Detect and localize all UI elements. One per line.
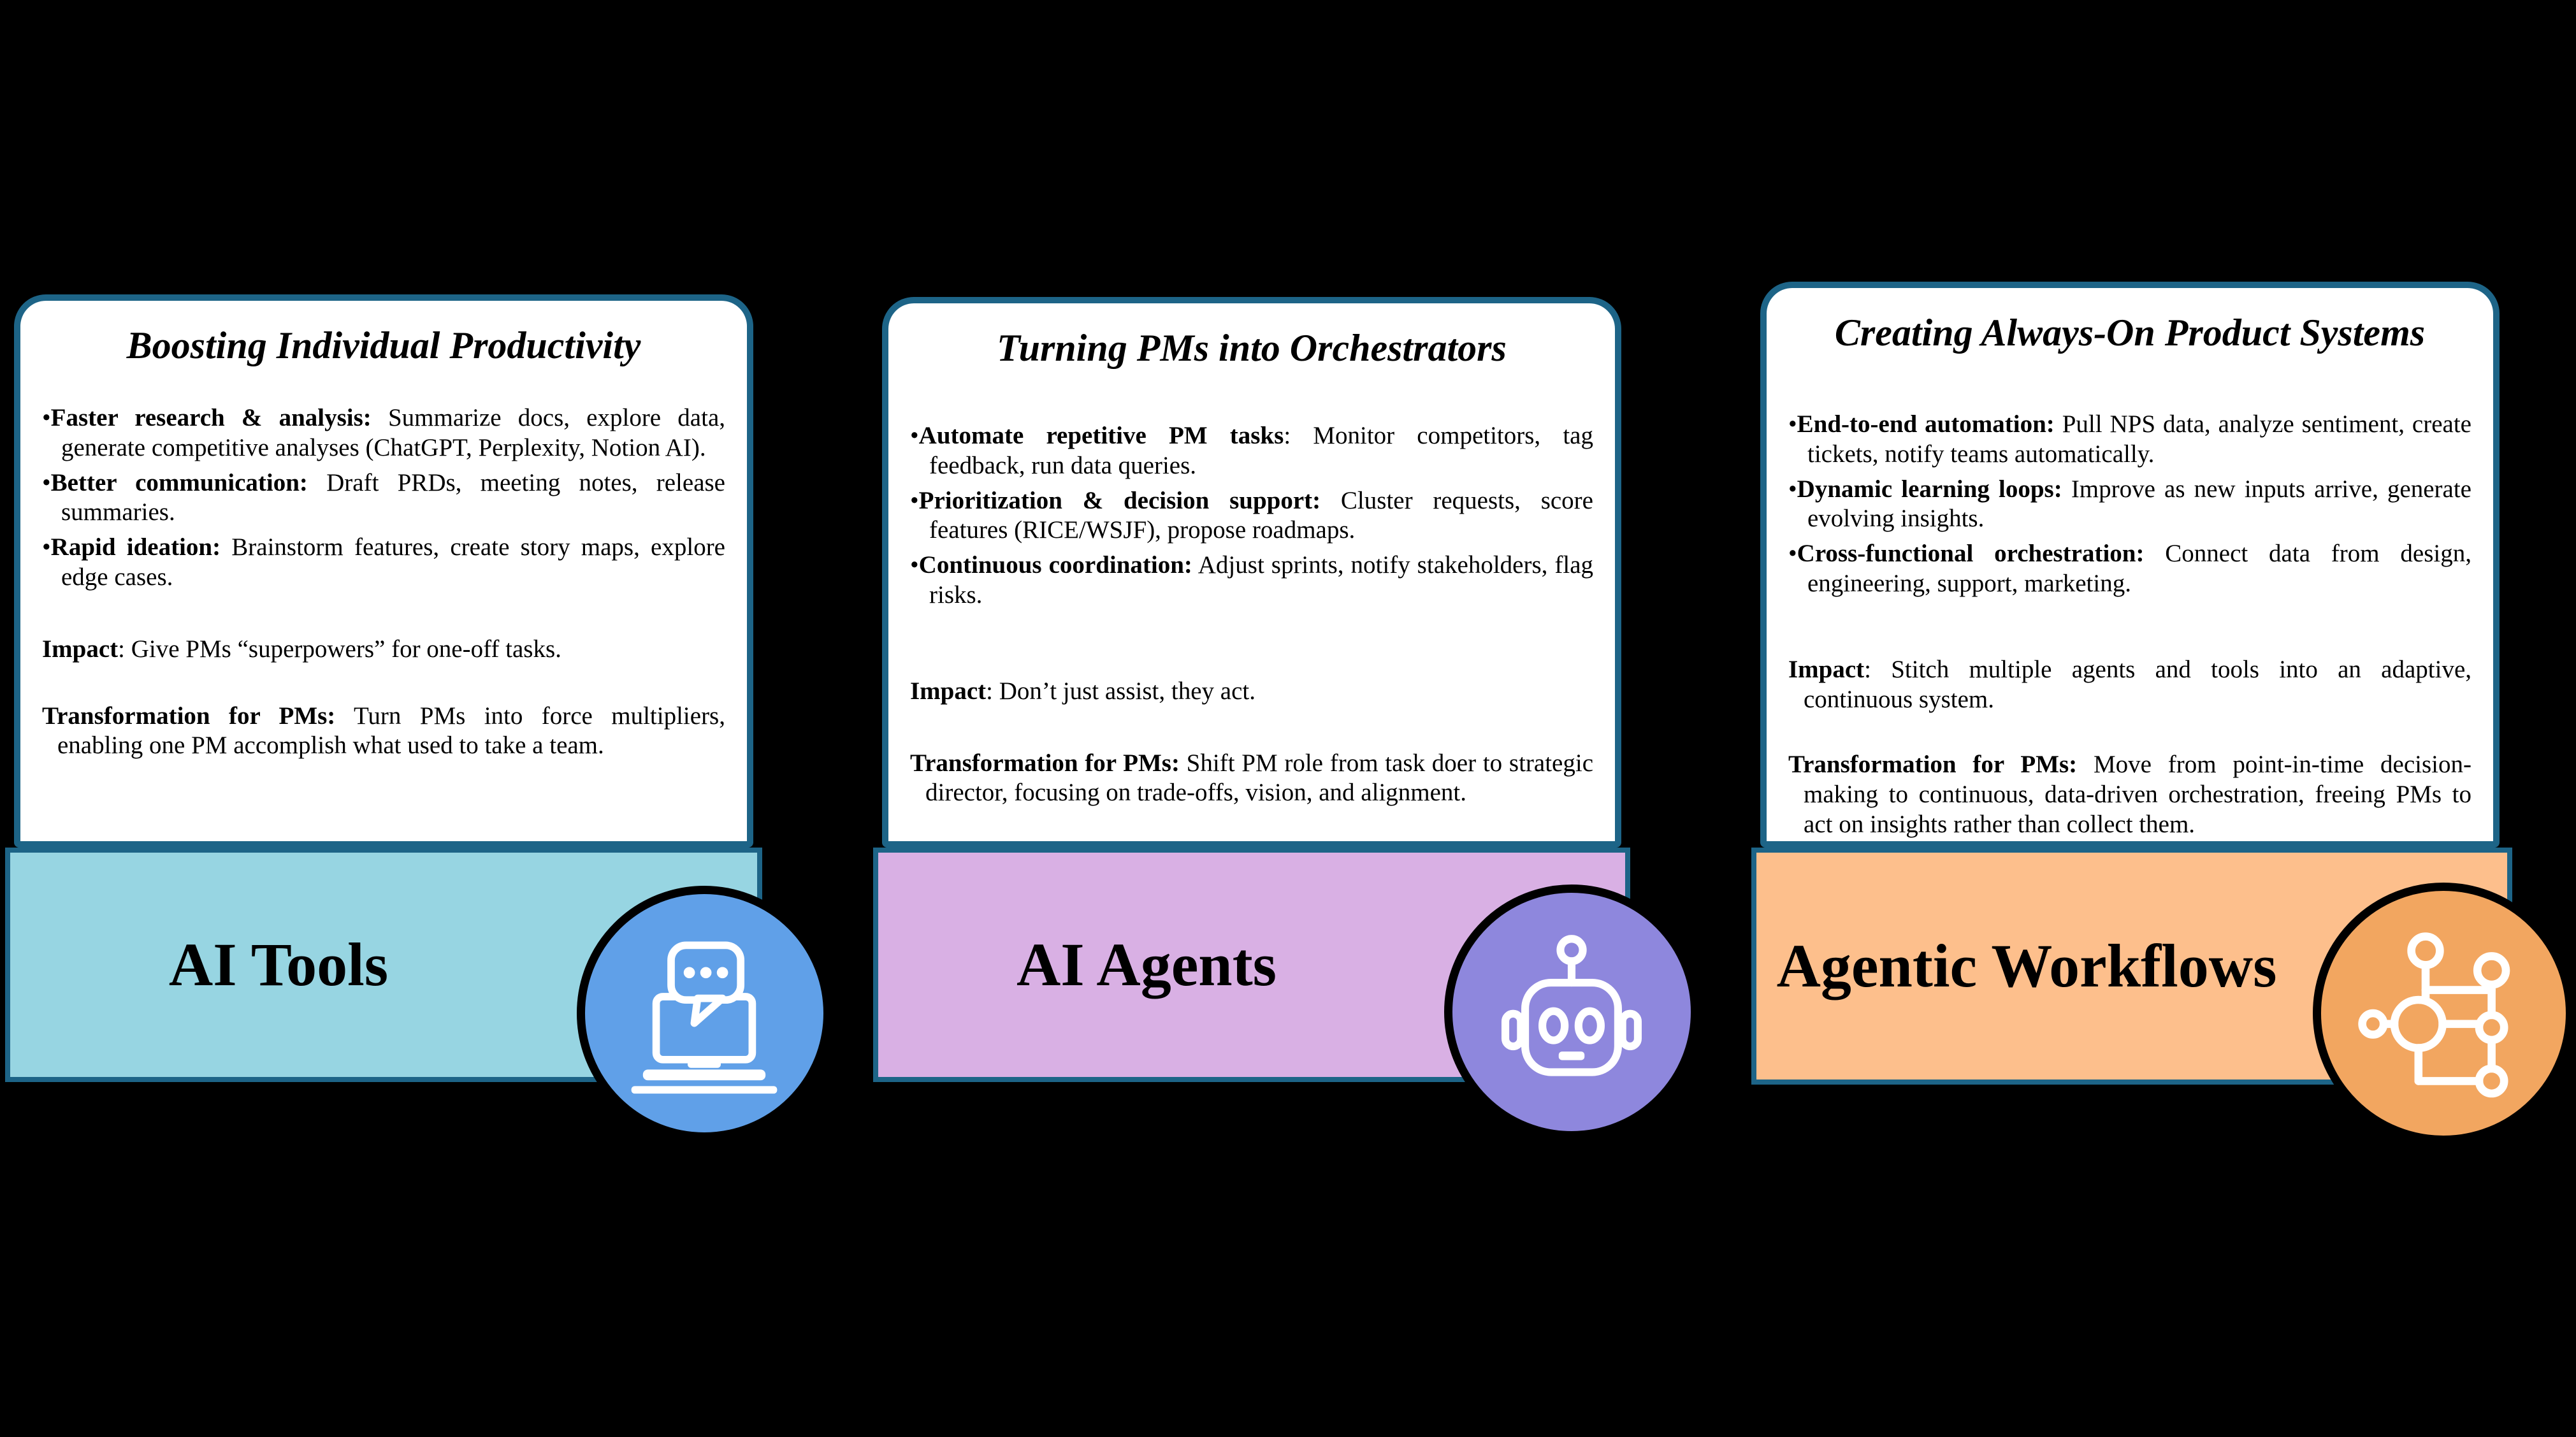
bullet-lead: Automate repetitive PM tasks — [918, 422, 1284, 449]
bullet-marker: • — [1788, 410, 1797, 438]
bullet-item: •Rapid ideation: Brainstorm features, cr… — [42, 533, 725, 593]
transformation-lead: Transformation for PMs: — [42, 702, 336, 730]
bullet-text: Cluster requests, score features (RICE/W… — [929, 486, 1593, 544]
transformation-statement: Transformation for PMs: Move from point-… — [1788, 750, 2471, 839]
bullet-text: Brainstorm features, create story maps, … — [61, 533, 725, 591]
bullet-item: •Prioritization & decision support: Clus… — [910, 486, 1593, 546]
impact-statement: Impact: Stitch multiple agents and tools… — [1788, 655, 2471, 715]
bullet-item: •Dynamic learning loops: Improve as new … — [1788, 475, 2471, 535]
robot-icon — [1501, 935, 1642, 1076]
impact-text: : Give PMs “superpowers” for one-off tas… — [118, 635, 561, 663]
bullet-text: Improve as new inputs arrive, generate e… — [1807, 475, 2471, 533]
card-ai-agents-body: Turning PMs into Orchestrators •Automate… — [882, 297, 1621, 848]
bullet-marker: • — [910, 551, 919, 579]
transformation-lead: Transformation for PMs: — [910, 749, 1180, 777]
bullet-text: Summarize docs, explore data, generate c… — [61, 404, 726, 461]
transformation-lead: Transformation for PMs: — [1788, 751, 2078, 779]
impact-lead: Impact — [1788, 655, 1865, 683]
bullet-lead: Dynamic learning loops: — [1797, 475, 2062, 503]
bullet-list: •Automate repetitive PM tasks: Monitor c… — [910, 421, 1593, 610]
impact-lead: Impact — [910, 677, 987, 705]
bullet-lead: Better communication: — [50, 468, 308, 496]
bullet-list: •Faster research & analysis: Summarize d… — [42, 403, 725, 593]
transformation-statement: Transformation for PMs: Turn PMs into fo… — [42, 702, 725, 762]
transformation-text: Turn PMs into force multipliers, enablin… — [57, 702, 725, 760]
category-band-ai-agents: AI Agents — [873, 848, 1630, 1082]
card-agentic-workflows: Creating Always-On Product Systems •End-… — [1751, 282, 2576, 1187]
bullet-marker: • — [910, 422, 919, 449]
bullet-lead: Prioritization & decision support: — [918, 486, 1321, 514]
bullet-item: •Faster research & analysis: Summarize d… — [42, 403, 725, 463]
card-ai-agents: Turning PMs into Orchestrators •Automate… — [873, 297, 1772, 1202]
category-label: Agentic Workflows — [1776, 932, 2277, 1000]
bullet-marker: • — [1788, 475, 1797, 503]
bullet-marker: • — [910, 486, 919, 514]
card-agentic-workflows-body: Creating Always-On Product Systems •End-… — [1760, 282, 2500, 848]
bullet-item: •Better communication: Draft PRDs, meeti… — [42, 468, 725, 528]
category-label: AI Agents — [1016, 930, 1277, 999]
bullet-lead: Continuous coordination: — [918, 551, 1192, 579]
card-title: Boosting Individual Productivity — [126, 324, 641, 366]
bullet-marker: • — [42, 468, 51, 496]
bullet-lead: Rapid ideation: — [50, 533, 221, 561]
bullet-lead: End-to-end automation: — [1797, 410, 2055, 438]
transformation-statement: Transformation for PMs: Shift PM role fr… — [910, 749, 1593, 809]
bullet-item: •Cross-functional orchestration: Connect… — [1788, 539, 2471, 599]
card-title: Creating Always-On Product Systems — [1834, 312, 2426, 354]
impact-statement: Impact: Give PMs “superpowers” for one-o… — [42, 635, 725, 665]
impact-lead: Impact — [42, 635, 119, 663]
bullet-text: Adjust sprints, notify stakeholders, fla… — [929, 551, 1594, 609]
category-label: AI Tools — [168, 930, 389, 999]
bullet-text: : Monitor competitors, tag feedback, run… — [929, 422, 1593, 479]
workflow-network-icon — [2358, 932, 2510, 1098]
card-ai-tools: Boosting Individual Productivity •Faster… — [5, 294, 904, 1199]
icon-circle-ai-tools — [577, 886, 832, 1141]
bullet-marker: • — [42, 404, 51, 431]
impact-text: : Stitch multiple agents and tools into … — [1804, 655, 2471, 713]
bullet-marker: • — [42, 533, 51, 561]
bullet-item: •End-to-end automation: Pull NPS data, a… — [1788, 410, 2471, 470]
icon-circle-agentic-workflows — [2313, 883, 2574, 1144]
bullet-list: •End-to-end automation: Pull NPS data, a… — [1788, 410, 2471, 599]
card-ai-tools-body: Boosting Individual Productivity •Faster… — [14, 294, 753, 848]
bullet-text: Pull NPS data, analyze sentiment, create… — [1807, 410, 2471, 468]
bullet-text: Connect data from design, engineering, s… — [1807, 540, 2471, 597]
bullet-item: •Automate repetitive PM tasks: Monitor c… — [910, 421, 1593, 481]
transformation-text: Shift PM role from task doer to strategi… — [925, 749, 1594, 807]
bullet-item: •Continuous coordination: Adjust sprints… — [910, 551, 1593, 610]
card-title: Turning PMs into Orchestrators — [997, 327, 1507, 369]
icon-circle-ai-agents — [1444, 885, 1699, 1139]
chat-laptop-icon — [631, 941, 778, 1094]
bullet-lead: Faster research & analysis: — [50, 404, 372, 431]
bullet-lead: Cross-functional orchestration: — [1797, 540, 2145, 568]
bullet-text: Draft PRDs, meeting notes, release summa… — [61, 468, 725, 526]
transformation-text: Move from point-in-time decision-making … — [1804, 751, 2471, 838]
impact-text: : Don’t just assist, they act. — [986, 677, 1255, 705]
bullet-marker: • — [1788, 540, 1797, 568]
impact-statement: Impact: Don’t just assist, they act. — [910, 677, 1593, 707]
